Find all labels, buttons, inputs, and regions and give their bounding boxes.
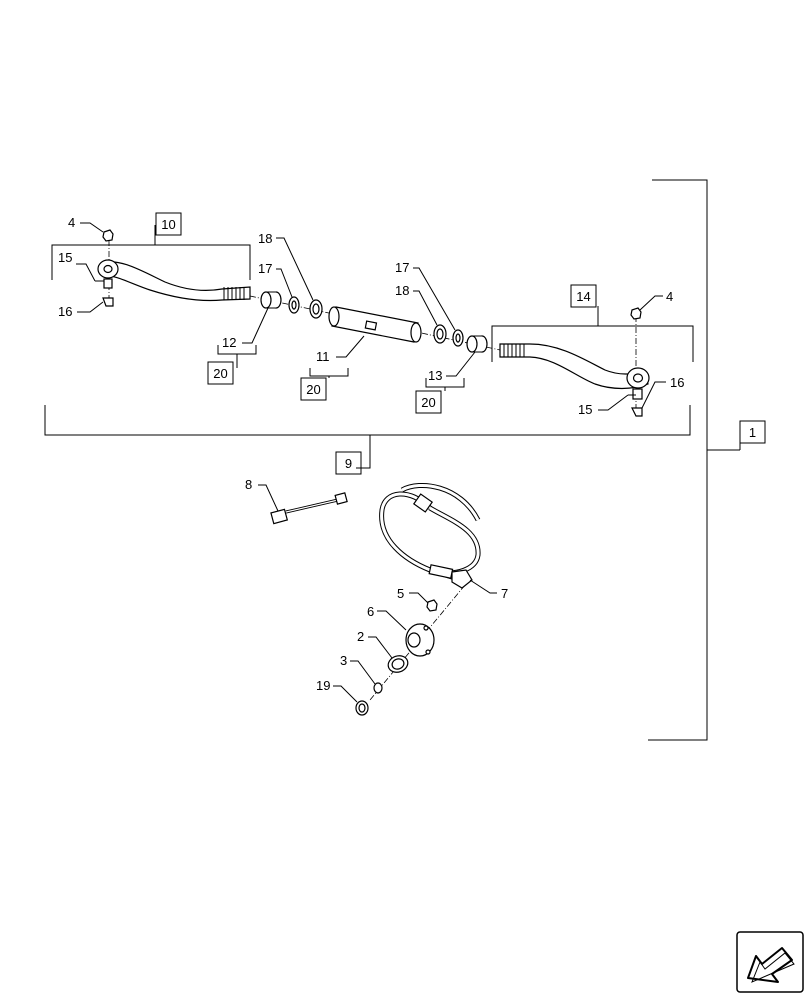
callout-5[interactable]: 5 <box>397 586 404 601</box>
right-end-bracket <box>491 306 694 362</box>
svg-text:1: 1 <box>749 425 756 440</box>
callout-20-left[interactable]: 20 <box>207 361 234 385</box>
callout-18-left[interactable]: 18 <box>258 231 272 246</box>
callout-18-right[interactable]: 18 <box>395 283 409 298</box>
ring-18-left[interactable] <box>309 299 323 319</box>
callout-12[interactable]: 12 <box>222 335 236 350</box>
callout-4-left[interactable]: 4 <box>68 215 75 230</box>
svg-text:20: 20 <box>213 366 227 381</box>
callout-8[interactable]: 8 <box>245 477 252 492</box>
right-thread <box>503 344 525 357</box>
callout-17-left[interactable]: 17 <box>258 261 272 276</box>
ring-18-right[interactable] <box>433 324 447 344</box>
left-thread <box>223 287 245 300</box>
callout-17-right[interactable]: 17 <box>395 260 409 275</box>
callout-3[interactable]: 3 <box>340 653 347 668</box>
callout-15-left[interactable]: 15 <box>58 250 72 265</box>
harness-8[interactable] <box>270 492 348 525</box>
callout-16-left[interactable]: 16 <box>58 304 72 319</box>
nut-4-left[interactable] <box>102 229 114 242</box>
back-arrow-button[interactable] <box>736 931 804 993</box>
callout-14[interactable]: 14 <box>570 284 597 308</box>
nut-4-right[interactable] <box>630 307 642 320</box>
callout-9[interactable]: 9 <box>335 451 362 475</box>
screw-5[interactable] <box>426 599 438 612</box>
cotter-pin-16-right[interactable] <box>631 407 643 417</box>
left-end-bracket <box>51 225 251 280</box>
clamp-13[interactable] <box>466 335 488 353</box>
o-ring-2[interactable] <box>386 653 410 675</box>
callout-4-right[interactable]: 4 <box>666 289 673 304</box>
svg-text:10: 10 <box>161 217 175 232</box>
tie-rod-bracket <box>44 405 691 469</box>
svg-text:14: 14 <box>576 289 590 304</box>
washer-17-right[interactable] <box>452 329 464 347</box>
callout-10[interactable]: 10 <box>155 212 182 236</box>
spacer-3[interactable] <box>373 682 383 694</box>
callout-6[interactable]: 6 <box>367 604 374 619</box>
left-tie-rod-end[interactable] <box>97 259 251 302</box>
svg-text:20: 20 <box>306 382 320 397</box>
callout-20-center[interactable]: 20 <box>300 377 327 401</box>
clamp-12[interactable] <box>260 291 282 309</box>
callout-20-right[interactable]: 20 <box>415 390 442 414</box>
sensor-cable-7[interactable] <box>379 482 481 589</box>
arrow-back-icon <box>747 947 795 983</box>
callout-13[interactable]: 13 <box>428 368 442 383</box>
tube-11[interactable] <box>328 306 422 343</box>
assembly-bracket <box>648 179 741 741</box>
svg-text:20: 20 <box>421 395 435 410</box>
cotter-pin-16-left[interactable] <box>102 297 114 307</box>
callout-1[interactable]: 1 <box>739 420 766 444</box>
callout-11[interactable]: 11 <box>316 349 330 364</box>
callout-2[interactable]: 2 <box>357 629 364 644</box>
callout-19[interactable]: 19 <box>316 678 330 693</box>
callout-15-right[interactable]: 15 <box>578 402 592 417</box>
callout-16-right[interactable]: 16 <box>670 375 684 390</box>
right-tie-rod-end[interactable] <box>499 343 650 400</box>
leader-lines <box>76 222 666 703</box>
ring-19[interactable] <box>355 700 369 716</box>
washer-17-left[interactable] <box>288 296 300 314</box>
svg-text:9: 9 <box>345 456 352 471</box>
flange-6[interactable] <box>405 623 435 657</box>
callout-7[interactable]: 7 <box>501 586 508 601</box>
